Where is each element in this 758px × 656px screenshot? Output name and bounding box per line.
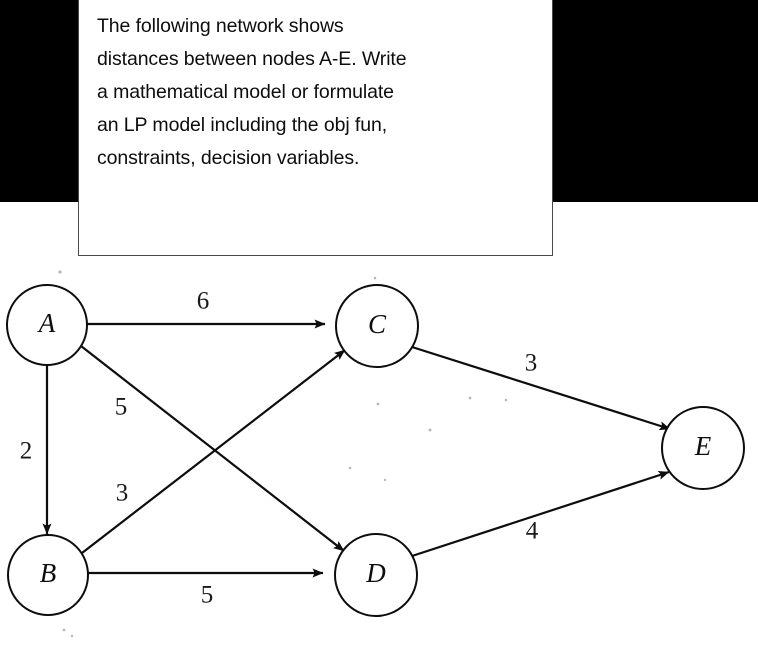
node-b[interactable]: B [7, 534, 89, 616]
edge-label-a-d: 5 [115, 394, 128, 421]
node-circle-c [335, 284, 419, 368]
edge-label-b-c: 3 [116, 480, 129, 507]
edge-label-c-e: 3 [525, 350, 538, 377]
scan-speck [428, 428, 432, 432]
edge-label-a-c: 6 [197, 288, 210, 315]
edge-b-c[interactable]: 3 [81, 349, 346, 554]
edge-label-d-e: 4 [526, 518, 539, 545]
scan-speck [58, 270, 62, 274]
scan-speck [504, 398, 508, 402]
node-circle-e [661, 406, 745, 490]
edge-b-d[interactable]: 5 [88, 568, 324, 609]
node-e[interactable]: E [661, 406, 745, 490]
node-label-e: E [694, 431, 712, 461]
edge-a-b[interactable]: 2 [20, 365, 52, 535]
scan-speck [62, 628, 66, 632]
node-circle-b [7, 534, 89, 616]
edge-label-a-b: 2 [20, 438, 33, 465]
scan-speck [383, 478, 387, 482]
node-c[interactable]: C [335, 284, 419, 368]
node-d[interactable]: D [334, 533, 418, 617]
scan-speck [70, 634, 74, 638]
node-label-b: B [40, 558, 57, 588]
scan-speck [376, 402, 380, 406]
node-label-d: D [365, 558, 386, 588]
edge-label-b-d: 5 [201, 582, 214, 609]
scan-speck [373, 276, 377, 280]
node-a[interactable]: A [6, 284, 88, 366]
node-circle-d [334, 533, 418, 617]
question-callout: The following network shows distances be… [78, 0, 553, 256]
edge-a-d[interactable]: 5 [80, 345, 345, 552]
node-label-c: C [368, 309, 387, 339]
edge-d-e[interactable]: 4 [411, 470, 670, 558]
node-circle-a [6, 284, 88, 366]
edge-c-e[interactable]: 3 [411, 345, 671, 431]
node-label-a: A [37, 308, 56, 338]
scan-speck [468, 396, 472, 400]
question-text: The following network shows distances be… [97, 15, 407, 169]
edge-a-c[interactable]: 6 [87, 288, 326, 329]
scan-speck [348, 466, 352, 470]
